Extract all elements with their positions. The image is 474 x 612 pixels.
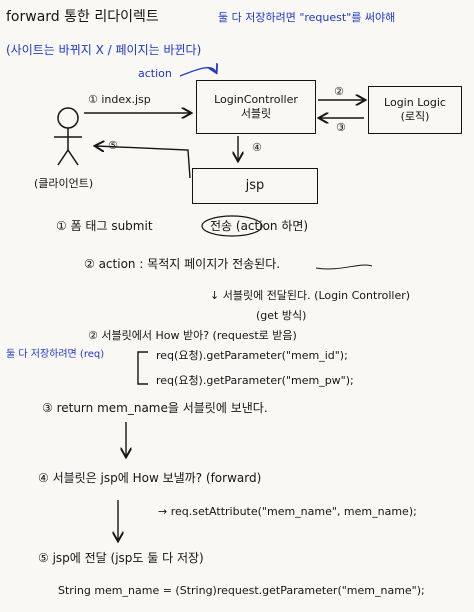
note-3: ↓ 서블릿에 전달된다. (Login Controller) bbox=[210, 289, 411, 302]
note-6b: → req.setAttribute("mem_name", mem_name)… bbox=[158, 505, 417, 518]
note-1b: 전송 (action 하면) bbox=[210, 219, 309, 233]
note-1: ① 폼 태그 submit bbox=[56, 219, 153, 233]
index-jsp-label: ① index.jsp bbox=[88, 93, 151, 106]
controller-name: LoginController bbox=[214, 93, 298, 107]
action-label: action bbox=[138, 67, 172, 80]
page-title: forward 통한 리다이렉트 bbox=[6, 9, 159, 25]
jsp-box: jsp bbox=[192, 168, 318, 204]
note-3b: (get 방식) bbox=[256, 309, 307, 322]
note-5: ③ return mem_name을 서블릿에 보낸다. bbox=[42, 401, 268, 415]
note-2: ② action : 목적지 페이지가 전송된다. bbox=[84, 257, 281, 271]
login-controller-box: LoginController 서블릿 bbox=[196, 80, 316, 134]
header-blue-note: 둘 다 저장하려면 "request"를 써야해 bbox=[218, 11, 396, 24]
user-stick-figure bbox=[54, 107, 82, 166]
logic-name: Login Logic bbox=[384, 96, 446, 110]
step-5-marker: ⑤ bbox=[108, 139, 118, 152]
step-3-marker: ③ bbox=[336, 121, 346, 134]
note-4-blue: 둘 다 저장하려면 (req) bbox=[6, 349, 105, 360]
jsp-label: jsp bbox=[245, 177, 265, 193]
note-6: ④ 서블릿은 jsp에 How 보낼까? (forward) bbox=[38, 471, 262, 485]
note-7b: String mem_name = (String)request.getPar… bbox=[58, 584, 425, 597]
header-sub-note: (사이트는 바뀌지 X / 페이지는 바뀐다) bbox=[6, 43, 202, 57]
note-4: ② 서블릿에서 How 받아? (request로 받음) bbox=[88, 329, 297, 342]
step-4-marker: ④ bbox=[252, 141, 262, 154]
client-label: (클라이언트) bbox=[34, 177, 94, 190]
controller-type: 서블릿 bbox=[240, 107, 272, 120]
note-7: ⑤ jsp에 전달 (jsp도 둘 다 저장) bbox=[38, 551, 204, 565]
step-2-marker: ② bbox=[334, 85, 344, 98]
logic-type: (로직) bbox=[400, 110, 430, 123]
code-line-1: req(요청).getParameter("mem_id"); bbox=[156, 349, 348, 362]
login-logic-box: Login Logic (로직) bbox=[368, 86, 462, 134]
code-line-2: req(요청).getParameter("mem_pw"); bbox=[156, 374, 354, 387]
